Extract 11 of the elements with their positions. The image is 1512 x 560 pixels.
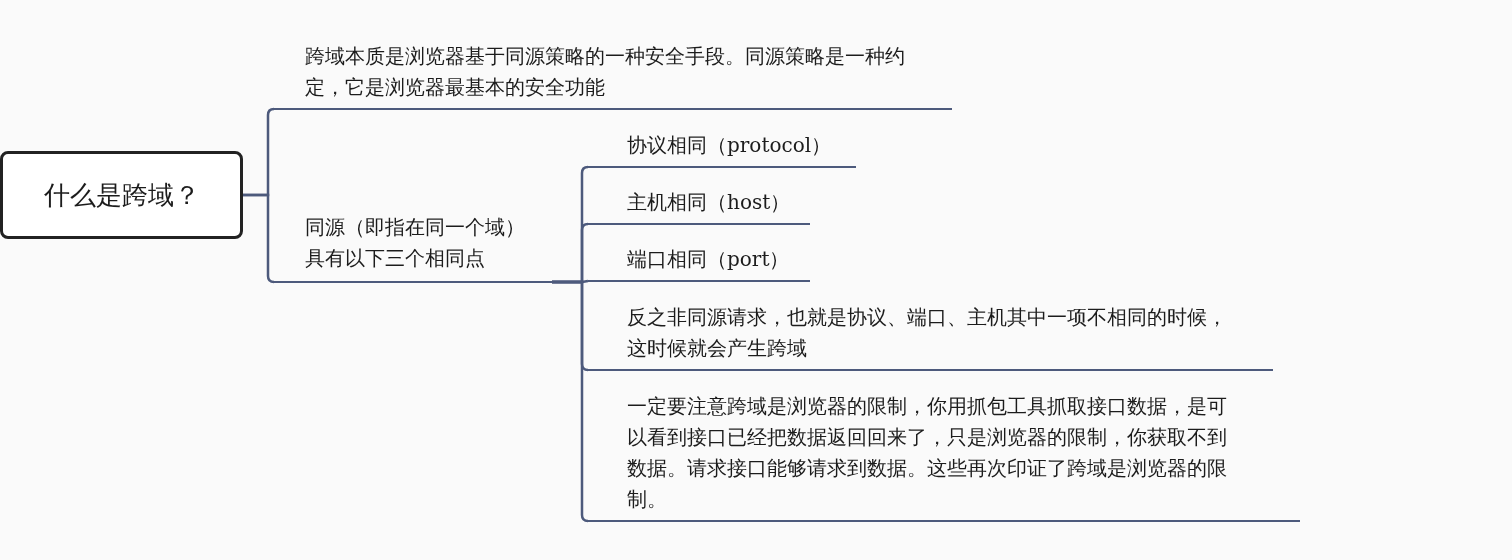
topic-text: 同源（即指在同一个域）具有以下三个相同点 (305, 214, 526, 272)
topic-text: 端口相同（port） (627, 246, 791, 273)
root-topic-box (0, 151, 243, 239)
connector-line (552, 280, 589, 523)
topic-text: 主机相同（host） (627, 189, 792, 216)
topic-text: 协议相同（protocol） (627, 132, 833, 159)
topic-text: 一定要注意跨域是浏览器的限制，你用抓包工具抓取接口数据，是可以看到接口已经把数据返回回来了，只是浏览器的限制，你获取不到数据。请求接口能够请求到数据。这些再次印证了跨域是浏览器的限制。 (627, 393, 1228, 513)
topic-text: 反之非同源请求，也就是协议、端口、主机其中一项不相同的时候，这时候就会产生跨域 (627, 304, 1228, 362)
topic-text: 什么是跨域？ (43, 179, 200, 212)
connector-line (243, 193, 275, 284)
topic-text: 跨域本质是浏览器基于同源策略的一种安全手段。同源策略是一种约定，它是浏览器最基本的安全功能 (305, 43, 906, 101)
